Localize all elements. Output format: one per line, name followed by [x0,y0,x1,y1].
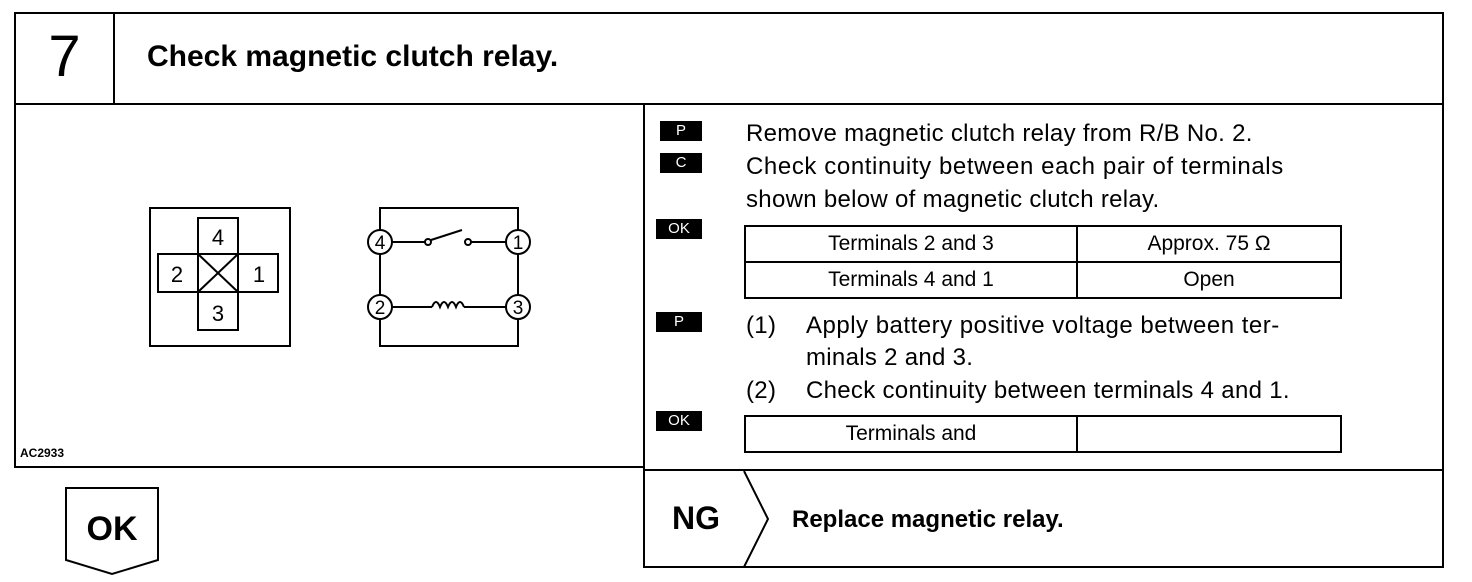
tag-prepare-2: P [656,312,702,332]
step-title: Check magnetic clutch relay. [147,40,559,73]
connector-pin-top [197,217,239,255]
body-bottom-right-border [643,566,1444,568]
table-row: Terminals 4 and 1 Open [744,261,1342,299]
result-divider [643,469,1444,471]
terminal-3-label: 3 [513,298,524,319]
step2-line1: Check continuity between each pair of te… [746,153,1284,180]
terminal-2-label: 2 [375,298,386,319]
circuit-frame [379,207,519,347]
tag-ok-2: OK [656,411,702,431]
terminal-3-circle [505,294,531,320]
body-right-border [1442,103,1444,568]
tag-prepare-1: P [660,121,702,141]
table-cell-terminals: Terminals 2 and 3 [744,225,1078,263]
table-row: Terminals and [744,415,1342,453]
relay-figure: 4 2 1 3 4 1 2 3 [149,207,531,347]
step-header [14,12,1444,105]
continuity-table-1: Terminals 2 and 3 Approx. 75 Ω Terminals… [744,225,1342,299]
table-cell-value: Approx. 75 Ω [1076,225,1342,263]
relay-coil [431,301,465,310]
tag-ok-1: OK [656,219,702,239]
connector-pin-left [157,253,199,293]
table-cell-value [1076,415,1342,453]
ok-arrow-box [65,487,159,576]
terminal-1-circle [505,229,531,255]
step-number-divider [113,12,115,105]
table-cell-terminals: Terminals and [744,415,1078,453]
terminal-2-circle [367,294,393,320]
relay-switch [430,229,463,241]
sub2-text: Check continuity between terminals 4 and… [806,377,1290,404]
continuity-table-2: Terminals and [744,415,1342,453]
terminal-1-label: 1 [513,233,524,254]
figure-id: AC2933 [20,446,65,460]
column-divider [643,103,645,568]
terminal-4-circle [367,229,393,255]
connector-pin-bottom [197,291,239,331]
terminal-4-label: 4 [375,233,386,254]
connector-label-left: 2 [171,262,183,287]
sub1-number: (1) [746,312,777,339]
sub1-line1: Apply battery positive voltage between t… [806,312,1280,339]
table-cell-value: Open [1076,261,1342,299]
body-left-border [14,103,16,468]
connector-label-top: 4 [212,225,224,250]
connector-pin-right [237,253,279,293]
ng-chevron [743,471,770,567]
connector-outline [149,207,291,347]
ok-result-label: OK [86,510,138,548]
sub1-line2: minals 2 and 3. [806,344,974,371]
step-number: 7 [48,24,81,89]
table-row: Terminals 2 and 3 Approx. 75 Ω [744,225,1342,263]
body-bottom-left-border [14,466,644,468]
step2-line2: shown below of magnetic clutch relay. [746,186,1160,213]
ng-label: NG [672,500,720,536]
tag-check: C [660,153,702,173]
sub2-number: (2) [746,377,777,404]
connector-label-bottom: 3 [212,301,224,326]
ng-action: Replace magnetic relay. [792,506,1064,533]
step1-text: Remove magnetic clutch relay from R/B No… [746,120,1253,147]
connector-label-right: 1 [253,262,265,287]
table-cell-terminals: Terminals 4 and 1 [744,261,1078,299]
